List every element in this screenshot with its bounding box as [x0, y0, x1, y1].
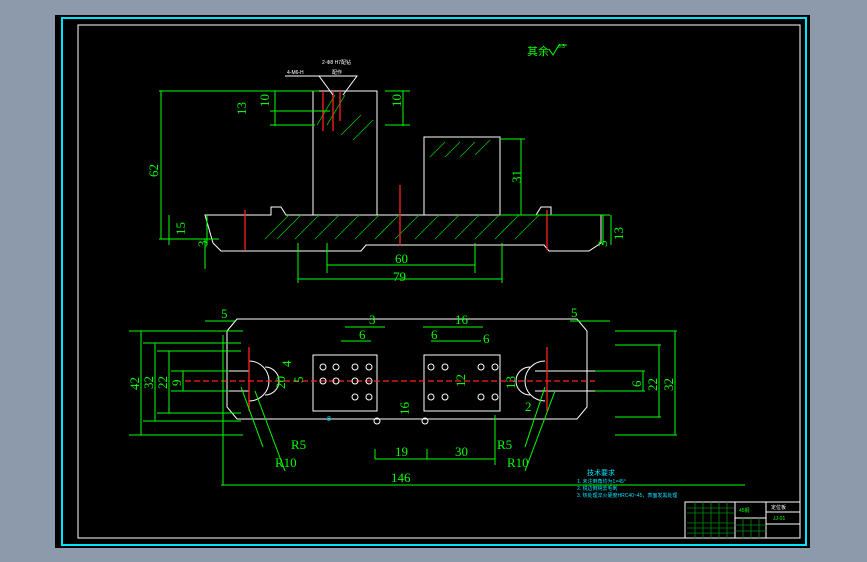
svg-text:32: 32	[661, 378, 676, 391]
drawing-canvas[interactable]: 其余 6.3 13 10 10 62 31 15 3 60 79 3 13 4-…	[55, 15, 810, 548]
svg-text:R5: R5	[291, 437, 306, 452]
svg-text:62: 62	[146, 164, 161, 177]
svg-text:6: 6	[359, 327, 366, 342]
front-view	[159, 90, 612, 283]
title-block: 45钢 定位板 JJ-01	[684, 501, 801, 539]
svg-text:13: 13	[234, 102, 249, 115]
outer-border	[61, 17, 807, 546]
svg-text:3: 3	[595, 241, 610, 248]
svg-text:30: 30	[455, 444, 468, 459]
svg-text:146: 146	[391, 470, 411, 485]
svg-text:8: 8	[327, 416, 331, 423]
svg-text:31: 31	[509, 170, 524, 183]
svg-text:20: 20	[273, 376, 288, 389]
roughness-note: 其余	[527, 44, 549, 58]
svg-text:15: 15	[173, 222, 188, 235]
svg-text:JJ-01: JJ-01	[773, 516, 785, 522]
svg-text:2: 2	[525, 399, 532, 414]
svg-text:60: 60	[395, 251, 408, 266]
svg-text:4: 4	[279, 360, 294, 367]
svg-text:10: 10	[257, 94, 272, 107]
top-view-dimensions: 5 3 6 6 16 6 5 42 32 22 9 20 5 4 16 19 3…	[127, 305, 676, 485]
svg-text:6: 6	[431, 327, 438, 342]
svg-text:3: 3	[195, 241, 210, 248]
svg-text:45钢: 45钢	[739, 507, 750, 514]
cad-drawing: 其余 6.3 13 10 10 62 31 15 3 60 79 3 13 4-…	[61, 17, 807, 546]
front-view-dimensions: 13 10 10 62 31 15 3 60 79 3 13	[146, 94, 626, 284]
roughness-value: 6.3	[558, 44, 565, 50]
svg-text:16: 16	[397, 402, 412, 416]
svg-text:R10: R10	[275, 455, 297, 470]
svg-text:5: 5	[291, 377, 306, 384]
svg-text:定位板: 定位板	[771, 504, 786, 511]
svg-text:5: 5	[221, 306, 228, 321]
svg-text:12: 12	[453, 374, 468, 387]
svg-text:79: 79	[393, 269, 406, 284]
svg-text:6: 6	[629, 380, 644, 387]
svg-text:32: 32	[141, 376, 156, 389]
svg-text:1. 未注倒角均为1×45°: 1. 未注倒角均为1×45°	[577, 478, 626, 485]
roughness-symbol-icon	[548, 44, 567, 56]
svg-text:3. 热处理淬火硬度HRC40~45，表面发黑处理: 3. 热处理淬火硬度HRC40~45，表面发黑处理	[577, 492, 677, 499]
svg-text:16: 16	[455, 312, 469, 327]
svg-text:R10: R10	[507, 455, 529, 470]
svg-text:配作: 配作	[332, 69, 342, 76]
tech-requirements: 技术要求 1. 未注倒角均为1×45° 2. 锐边倒钝去毛刺 3. 热处理淬火硬…	[577, 468, 677, 499]
svg-text:22: 22	[155, 376, 170, 389]
svg-text:13: 13	[503, 376, 518, 389]
svg-text:4-M6-H: 4-M6-H	[287, 70, 304, 76]
svg-text:2. 锐边倒钝去毛刺: 2. 锐边倒钝去毛刺	[577, 485, 618, 492]
svg-text:10: 10	[389, 94, 404, 107]
svg-text:2-Φ8 H7配钻: 2-Φ8 H7配钻	[322, 59, 351, 66]
svg-text:9: 9	[169, 380, 184, 387]
svg-text:5: 5	[571, 305, 578, 320]
top-view	[129, 318, 745, 486]
svg-text:R5: R5	[497, 437, 512, 452]
svg-text:13: 13	[611, 227, 626, 240]
svg-text:42: 42	[127, 377, 142, 390]
svg-text:6: 6	[483, 331, 490, 346]
svg-text:19: 19	[395, 444, 408, 459]
svg-text:3: 3	[369, 312, 376, 327]
svg-text:22: 22	[645, 378, 660, 391]
inner-frame	[77, 24, 801, 539]
svg-text:技术要求: 技术要求	[587, 468, 615, 477]
